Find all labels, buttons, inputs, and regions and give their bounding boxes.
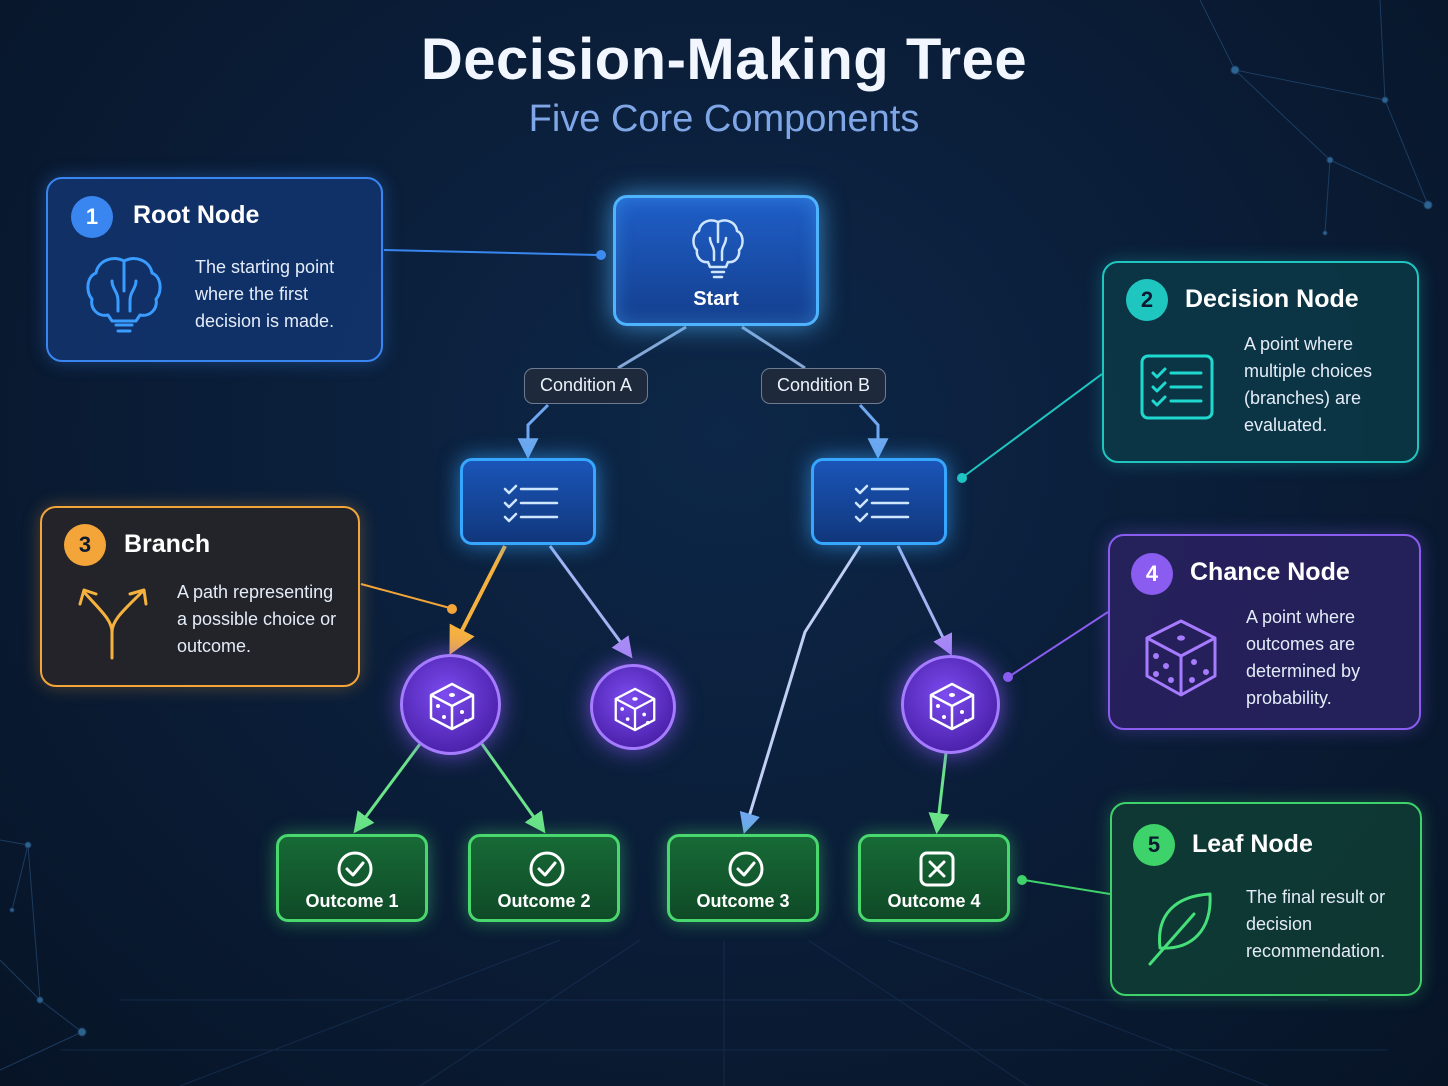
badge-2: 2 bbox=[1126, 279, 1168, 321]
card-description: A point where multiple choices (branches… bbox=[1244, 334, 1373, 435]
card-description: A point where outcomes are determined by… bbox=[1246, 607, 1361, 708]
card-leader-lines bbox=[360, 249, 1111, 895]
outcome-label: Outcome 1 bbox=[305, 891, 399, 911]
card-root-node: 1 Root Node The starting point where the… bbox=[46, 177, 383, 362]
card-title: Leaf Node bbox=[1192, 830, 1313, 858]
decision-node-b[interactable] bbox=[811, 458, 947, 545]
chance-node-1[interactable] bbox=[400, 654, 501, 755]
decision-node-a[interactable] bbox=[460, 458, 596, 545]
checklist-icon bbox=[1139, 353, 1215, 426]
outcome-3[interactable]: Outcome 3 bbox=[667, 834, 819, 922]
outcome-4[interactable]: Outcome 4 bbox=[858, 834, 1010, 922]
brain-lightbulb-icon bbox=[82, 251, 166, 342]
condition-a-label: Condition A bbox=[524, 368, 649, 404]
card-title: Branch bbox=[124, 530, 211, 558]
badge-5: 5 bbox=[1133, 824, 1175, 866]
chance-node-3[interactable] bbox=[901, 655, 1000, 754]
card-description: A path representing a possible choice or… bbox=[177, 582, 337, 656]
x-square-icon bbox=[919, 851, 955, 887]
check-circle-icon bbox=[728, 851, 764, 887]
background-grid bbox=[60, 939, 1388, 1086]
card-decision-node: 2 Decision Node A point where multiple c… bbox=[1102, 261, 1419, 463]
checklist-icon bbox=[854, 484, 910, 523]
page-subtitle: Five Core Components bbox=[528, 98, 920, 140]
outcome-label: Outcome 3 bbox=[696, 891, 790, 911]
card-title: Chance Node bbox=[1190, 558, 1350, 586]
checklist-icon bbox=[503, 484, 559, 523]
start-node[interactable]: Start bbox=[613, 195, 819, 326]
card-description: The starting point where the first decis… bbox=[195, 257, 335, 331]
check-circle-icon bbox=[337, 851, 373, 887]
outcome-label: Outcome 4 bbox=[887, 891, 981, 911]
page-title: Decision-Making Tree bbox=[420, 27, 1028, 92]
outcome-1[interactable]: Outcome 1 bbox=[276, 834, 428, 922]
card-chance-node: 4 Chance Node A point where outcomes are… bbox=[1108, 534, 1421, 730]
condition-b-label: Condition B bbox=[761, 368, 887, 404]
chance-node-2[interactable] bbox=[590, 664, 676, 750]
card-description: The final result or decision recommendat… bbox=[1246, 887, 1386, 961]
dice-icon bbox=[929, 682, 975, 731]
brain-lightbulb-icon bbox=[690, 216, 746, 285]
badge-3: 3 bbox=[64, 524, 106, 566]
card-title: Root Node bbox=[133, 201, 260, 229]
outcome-label: Outcome 2 bbox=[497, 891, 591, 911]
fork-arrows-icon bbox=[74, 584, 152, 667]
dice-icon bbox=[429, 682, 475, 731]
dice-icon bbox=[1144, 618, 1218, 703]
card-leaf-node: 5 Leaf Node The final result or decision… bbox=[1110, 802, 1422, 996]
badge-1: 1 bbox=[71, 196, 113, 238]
leaf-icon bbox=[1146, 890, 1220, 973]
dice-icon bbox=[614, 687, 656, 732]
check-circle-icon bbox=[529, 851, 565, 887]
card-title: Decision Node bbox=[1185, 285, 1359, 313]
start-label: Start bbox=[693, 288, 739, 310]
badge-4: 4 bbox=[1131, 553, 1173, 595]
outcome-2[interactable]: Outcome 2 bbox=[468, 834, 620, 922]
card-branch: 3 Branch A path representing a possible … bbox=[40, 506, 360, 687]
background-network bbox=[0, 0, 1433, 1071]
